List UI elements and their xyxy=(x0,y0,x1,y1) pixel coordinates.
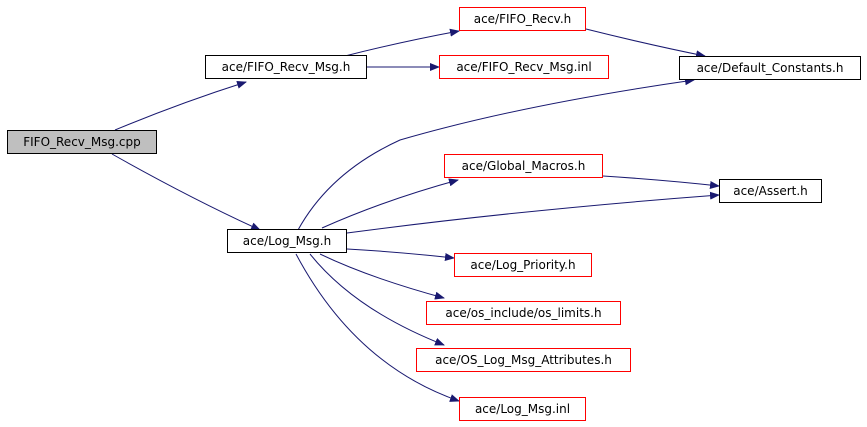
edge-log-msg-h-to-assert-h xyxy=(346,191,720,234)
node-os-limits-h[interactable]: ace/os_include/os_limits.h xyxy=(426,301,621,325)
edge-log-msg-h-to-global-macros-h xyxy=(321,178,459,229)
edge-log-msg-h-to-default-constants-h xyxy=(297,77,695,231)
edge-root-to-log-msg-h xyxy=(111,153,261,231)
node-global-macros-h[interactable]: ace/Global_Macros.h xyxy=(444,154,603,178)
edge-log-msg-h-to-log-priority-h xyxy=(346,248,455,261)
node-log-msg-h[interactable]: ace/Log_Msg.h xyxy=(227,229,347,253)
edge-log-msg-h-to-os-log-msg-attributes-h xyxy=(309,253,445,346)
edge-global-macros-h-to-assert-h xyxy=(602,175,720,189)
edge-log-msg-h-to-os-limits-h xyxy=(319,253,445,300)
node-log-msg-inl[interactable]: ace/Log_Msg.inl xyxy=(459,397,586,421)
edge-fifo-recv-h-to-default-constants-h xyxy=(585,28,706,59)
node-fifo-recv-msg-h[interactable]: ace/FIFO_Recv_Msg.h xyxy=(205,55,367,79)
edge-log-msg-h-to-log-msg-inl xyxy=(295,253,460,402)
node-fifo-recv-msg-inl[interactable]: ace/FIFO_Recv_Msg.inl xyxy=(439,55,609,79)
edge-root-to-fifo-recv-msg-h xyxy=(114,80,247,131)
node-fifo-recv-msg-cpp: FIFO_Recv_Msg.cpp xyxy=(7,130,157,154)
node-assert-h[interactable]: ace/Assert.h xyxy=(719,179,822,203)
node-log-priority-h[interactable]: ace/Log_Priority.h xyxy=(454,253,592,277)
node-os-log-msg-attributes-h[interactable]: ace/OS_Log_Msg_Attributes.h xyxy=(416,348,631,372)
edge-fifo-recv-msg-h-to-fifo-recv-h xyxy=(344,28,460,57)
node-fifo-recv-h[interactable]: ace/FIFO_Recv.h xyxy=(459,7,586,31)
node-default-constants-h[interactable]: ace/Default_Constants.h xyxy=(679,56,861,80)
